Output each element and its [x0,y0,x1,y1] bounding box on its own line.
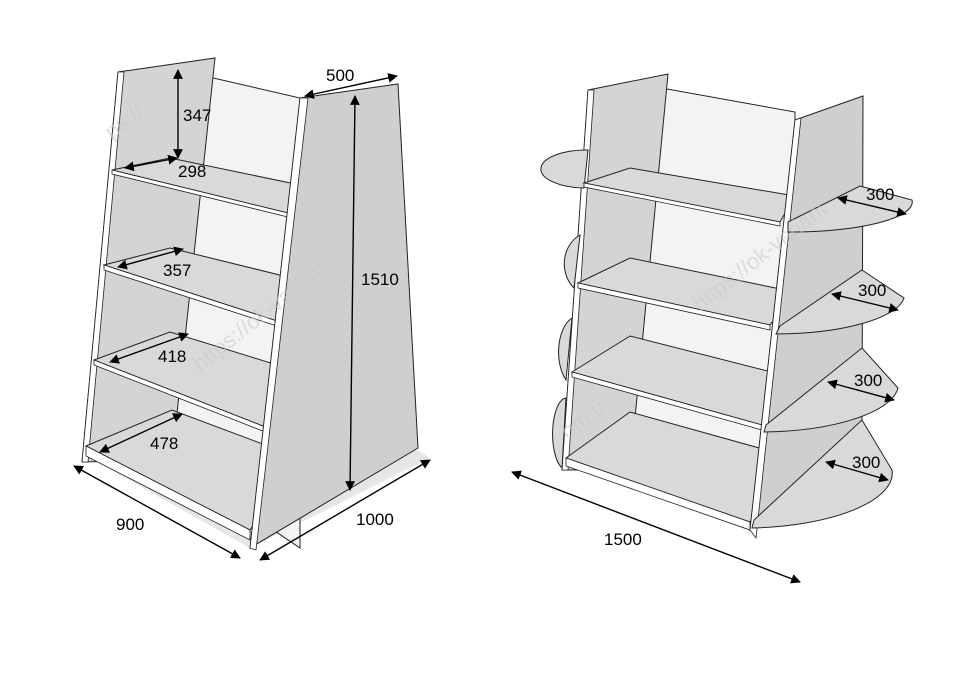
right-shelves [564,167,796,531]
left-wing-2 [563,234,581,290]
dim-label-418: 418 [158,347,186,366]
right-shelf-1-edge [583,182,781,227]
dim-label-357: 357 [163,261,191,280]
dim-line-1000 [259,459,431,561]
dim-line-wing-2 [831,291,899,313]
dim-label-478: 478 [150,434,178,453]
dim-label-wing-4: 300 [852,453,880,472]
dim-line-418 [109,332,189,364]
dim-line-357 [117,246,184,270]
dim-label-1510: 1510 [361,270,399,289]
dim-label-500: 500 [326,66,354,85]
dim-line-900 [73,465,241,559]
dim-label-900: 900 [116,515,144,534]
dim-label-wing-2: 300 [858,281,886,300]
dim-line-wing-4 [825,459,889,483]
right-shelving-unit: https://ok-variant om.u 300 300 300 300 … [511,73,913,584]
dim-label-wing-1: 300 [866,185,894,204]
left-wings [540,149,589,470]
dim-label-347: 347 [183,106,211,125]
dim-line-wing-3 [827,379,895,403]
left-wing-1 [540,149,589,189]
dim-label-1000: 1000 [356,510,394,529]
dim-line-wing-1 [837,195,907,217]
dim-label-1500: 1500 [604,530,642,549]
right-shelf-2-edge [577,282,771,331]
right-dimension-lines [511,195,907,584]
dim-line-1500 [511,470,801,584]
left-dimension-lines [73,69,431,561]
dim-line-298 [124,154,178,172]
left-wing-3 [558,317,573,382]
dim-line-500 [304,73,398,99]
left-wing-4 [552,397,567,470]
left-shelving-unit: https://ok-variant ps:// 347 500 298 357… [73,57,431,561]
dim-line-478 [99,413,183,453]
dim-label-wing-3: 300 [854,371,882,390]
dim-label-298: 298 [178,162,206,181]
dim-line-1510 [345,95,360,491]
